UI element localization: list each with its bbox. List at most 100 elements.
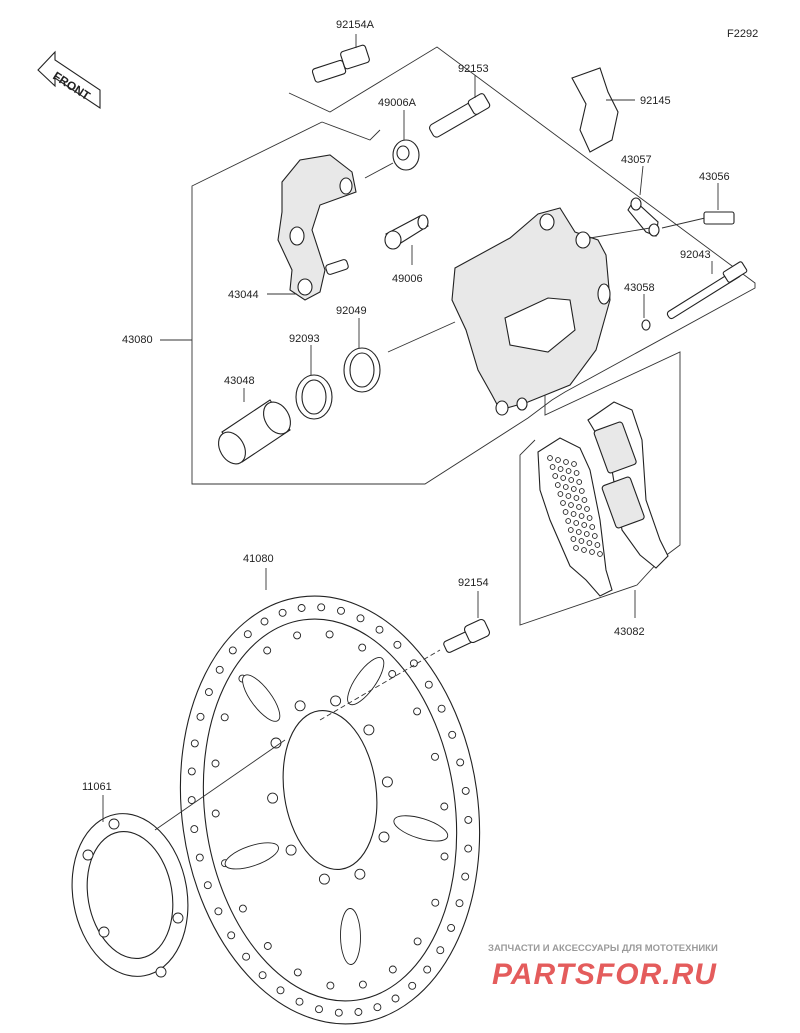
disc-bolt-hole — [381, 776, 393, 788]
brake-pad-right — [587, 401, 669, 569]
pad-dot — [562, 484, 569, 490]
part-label-92154a: 92154A — [336, 19, 375, 31]
disc-rim-hole — [448, 730, 457, 739]
pad-dot — [571, 461, 577, 467]
disc-rim-hole — [354, 1008, 363, 1016]
part-label-92145: 92145 — [640, 95, 671, 107]
pad-dot — [581, 497, 588, 503]
disc-rim-hole — [456, 758, 465, 767]
part-labels: 92154A 92153 92145 49006A 43057 43056 49… — [82, 19, 730, 793]
disc-rim-hole — [214, 907, 223, 916]
pad-dot — [583, 531, 590, 537]
pad-dot — [557, 466, 564, 472]
disc-rim-hole — [337, 606, 345, 615]
disc-slot — [393, 815, 449, 842]
disc-rim-hole — [263, 646, 272, 655]
disc-rim-hole — [440, 852, 449, 861]
disc-rim-hole — [413, 937, 422, 946]
disc-rim-hole — [203, 881, 212, 890]
disc-rim-hole — [295, 997, 304, 1006]
part-label-41080: 41080 — [243, 553, 274, 565]
disc-bolt-hole — [294, 700, 306, 712]
disc-rim-hole — [293, 968, 302, 977]
disc-rim-hole — [263, 942, 272, 950]
pad-dot — [562, 509, 569, 515]
disc-rim-hole — [447, 923, 456, 932]
pad-dot — [568, 477, 575, 483]
pad-dot — [552, 473, 559, 479]
disc-rim-hole — [204, 688, 213, 697]
boot-49006a — [364, 110, 420, 179]
disc-rim-hole — [190, 739, 199, 748]
disc-rim-hole — [356, 614, 365, 623]
disc-slot — [224, 842, 279, 870]
disc-rim-hole — [317, 603, 326, 612]
disc-rim-hole — [424, 680, 433, 689]
disc-slot — [347, 657, 385, 706]
disc-rim-hole — [408, 981, 417, 990]
disc-slot — [340, 908, 361, 965]
disc-rim-hole — [373, 1003, 382, 1012]
pad-dot — [560, 500, 566, 506]
part-label-11061: 11061 — [82, 781, 112, 793]
disc-bolt-hole — [378, 831, 390, 843]
disc-rim-hole — [326, 981, 335, 990]
pad-dot — [557, 491, 564, 497]
watermark-caption: ЗАПЧАСТИ И АКСЕССУАРЫ ДЛЯ МОТОТЕХНИКИ — [488, 943, 718, 954]
pad-dot — [586, 540, 593, 546]
disc-rim-hole — [227, 931, 236, 940]
caliper-assembly-frame — [191, 46, 756, 485]
disc-rim-hole — [243, 630, 252, 639]
pad-dot — [568, 502, 574, 508]
disc-rim-hole — [391, 994, 400, 1003]
disc-rim-hole — [278, 608, 287, 617]
piston-43048 — [218, 388, 291, 465]
disc-rim-hole — [187, 767, 196, 776]
disc-rim-hole — [358, 980, 367, 989]
pad-dot — [589, 524, 596, 530]
seal-92049 — [343, 318, 381, 393]
disc-rim-hole — [423, 965, 432, 974]
watermark-brand-logo: PARTSFOR.RU — [492, 958, 717, 991]
disc-rim-hole — [464, 844, 473, 853]
disc-rim-hole — [358, 643, 367, 652]
pad-dot — [570, 486, 577, 492]
disc-rim-hole — [461, 872, 470, 881]
part-label-49006a: 49006A — [378, 97, 417, 109]
part-label-92093: 92093 — [289, 333, 320, 345]
part-label-92153: 92153 — [458, 63, 489, 75]
disc-rim-hole — [315, 1005, 323, 1014]
disc-rim-hole — [258, 971, 267, 980]
pin-92043 — [666, 261, 748, 320]
spring-92145 — [571, 67, 635, 153]
bolt-92154a — [311, 34, 370, 83]
pad-dot — [578, 488, 585, 494]
pad-dot — [581, 547, 587, 553]
pad-dot — [565, 518, 572, 524]
disc-rim-hole — [431, 752, 439, 761]
part-label-92043: 92043 — [680, 249, 711, 261]
disc-rim-hole — [228, 646, 237, 655]
disc-rim-hole — [375, 625, 384, 634]
disc-rim-hole — [409, 659, 418, 668]
part-label-43044: 43044 — [228, 289, 259, 301]
pad-dot — [576, 504, 582, 510]
pad-dot — [575, 529, 582, 535]
pad-dot — [584, 506, 590, 512]
disc-bolt-hole — [267, 792, 279, 804]
pad-dot — [570, 536, 577, 542]
disc-rim-hole — [187, 796, 196, 805]
disc-rim-hole — [437, 704, 446, 713]
disc-rim-hole — [242, 952, 251, 961]
part-label-43057: 43057 — [621, 154, 652, 166]
disc-rim-hole — [440, 802, 449, 811]
disc-bolt-hole — [330, 695, 342, 707]
pad-dot — [573, 545, 579, 551]
disc-rim-hole — [388, 965, 397, 974]
shim-11061 — [71, 739, 286, 978]
pad-dot — [555, 457, 561, 463]
pad-dot — [586, 515, 593, 521]
link-43057 — [589, 165, 706, 239]
disc-rim-hole — [325, 630, 334, 639]
